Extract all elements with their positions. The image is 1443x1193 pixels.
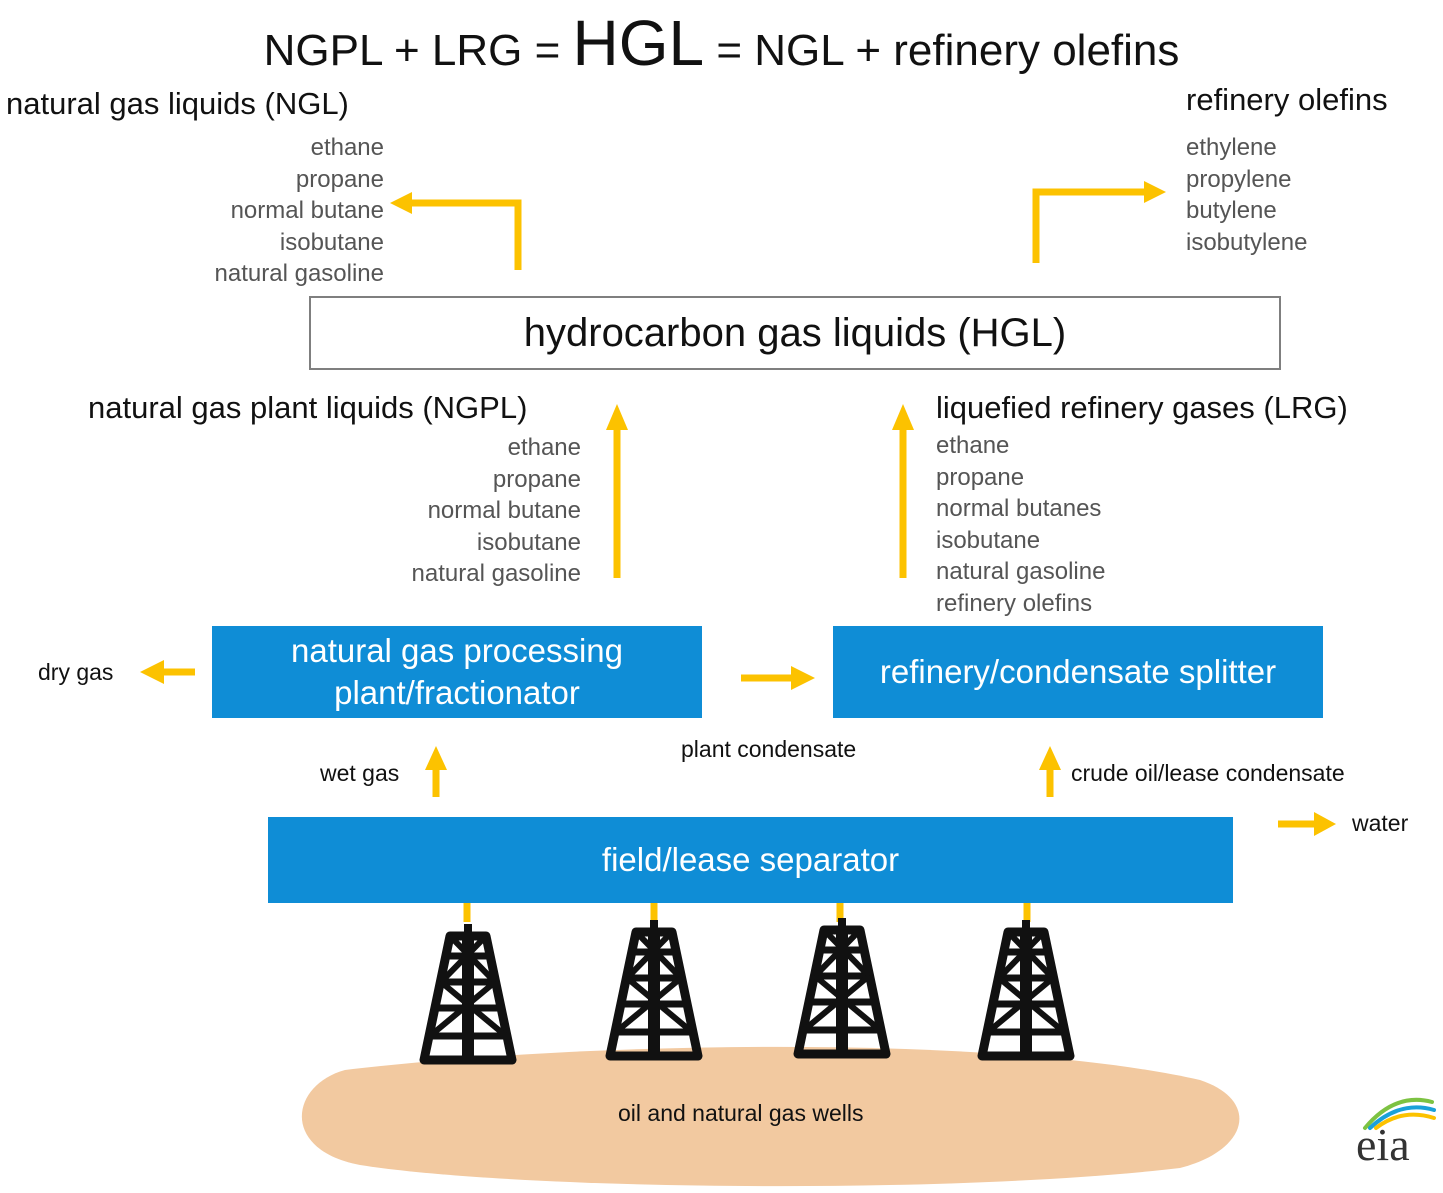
crude-oil-label: crude oil/lease condensate (1071, 760, 1345, 786)
ngl-item: propane (295, 165, 384, 193)
ngl-heading: natural gas liquids (NGL) (6, 86, 349, 121)
ngl-item: normal butane (230, 197, 384, 224)
dry-gas-label: dry gas (38, 659, 114, 685)
oil-derrick-icon (982, 920, 1070, 1056)
splitter-label: refinery/condensate splitter (879, 653, 1277, 690)
eia-logo-icon (1363, 1097, 1436, 1130)
arrow-to-olefins (1032, 188, 1145, 263)
olefins-item: butylene (1186, 197, 1277, 224)
lrg-item: ethane (936, 432, 1010, 459)
oil-derrick-icon (610, 920, 698, 1056)
title-left: NGPL + LRG = (263, 26, 573, 75)
ngpl-heading: natural gas plant liquids (NGPL) (88, 390, 528, 425)
separator-label: field/lease separator (601, 841, 900, 878)
ngpl-item: natural gasoline (411, 560, 581, 587)
lrg-item: isobutane (936, 526, 1041, 554)
ground-shape (301, 1046, 1240, 1187)
title-right: = NGL + refinery olefins (704, 26, 1180, 75)
oil-derrick-icon (798, 918, 886, 1054)
splitter-box: refinery/condensate splitter (833, 626, 1323, 718)
olefins-item: isobutylene (1186, 228, 1308, 256)
diagram-title: NGPL + LRG = HGL = NGL + refinery olefin… (0, 6, 1443, 80)
plant-condensate-label: plant condensate (681, 736, 857, 762)
ngpl-list: ethane propane normal butane isobutane n… (330, 432, 581, 590)
ngpl-item: isobutane (476, 528, 581, 556)
lrg-heading: liquefied refinery gases (LRG) (936, 390, 1348, 425)
ngl-item: isobutane (279, 228, 384, 256)
wells-label: oil and natural gas wells (618, 1100, 864, 1126)
lrg-item: refinery olefins (936, 589, 1093, 617)
ngl-item: ethane (310, 134, 384, 161)
lrg-item: natural gasoline (936, 558, 1106, 585)
hgl-box-label: hydrocarbon gas liquids (HGL) (523, 310, 1067, 355)
ngl-item: natural gasoline (214, 260, 384, 287)
ngpl-item: ethane (507, 434, 581, 461)
olefins-item: ethylene (1186, 134, 1277, 161)
lrg-list: ethane propane normal butanes isobutane … (936, 430, 1105, 619)
wet-gas-label: wet gas (320, 760, 400, 786)
water-label: water (1352, 810, 1409, 836)
ngpl-item: normal butane (427, 497, 581, 524)
processing-plant-line1: natural gas processing (290, 632, 624, 669)
olefins-heading: refinery olefins (1186, 82, 1388, 117)
arrow-to-ngl (410, 199, 522, 270)
lrg-item: normal butanes (936, 495, 1102, 522)
lrg-item: propane (936, 463, 1025, 491)
well-connectors (463, 903, 1031, 922)
oil-derrick-icon (424, 924, 512, 1060)
ngpl-item: propane (492, 465, 581, 493)
hgl-box: hydrocarbon gas liquids (HGL) (309, 296, 1281, 370)
title-hgl: HGL (572, 7, 705, 79)
separator-box: field/lease separator (268, 817, 1233, 903)
processing-plant-line2: plant/fractionator (334, 674, 580, 711)
olefins-item: propylene (1186, 165, 1292, 193)
ngl-list: ethane propane normal butane isobutane n… (150, 132, 384, 290)
olefins-list: ethylene propylene butylene isobutylene (1186, 132, 1307, 258)
processing-plant-box: natural gas processing plant/fractionato… (212, 626, 702, 718)
eia-logo-text: eia (1356, 1119, 1410, 1170)
